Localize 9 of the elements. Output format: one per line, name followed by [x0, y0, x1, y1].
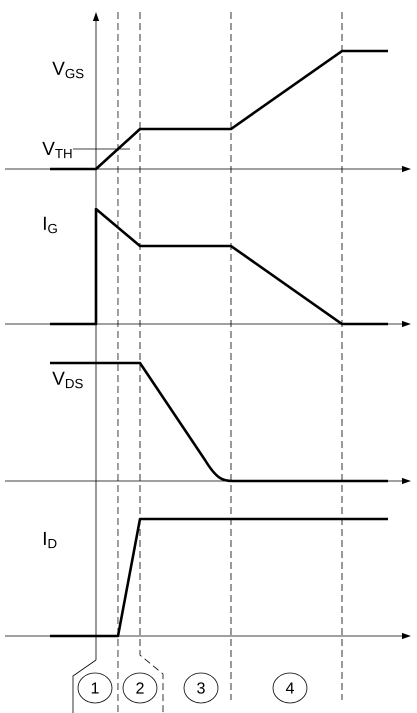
phase-number: 4 — [272, 672, 308, 704]
signal-label: I$_{D}$ — [44, 532, 56, 548]
signal-label: I$_{G}$ — [44, 216, 57, 234]
signal-label: V$_{TH}$ — [42, 142, 72, 158]
signal-label: V$_{DS}$ — [52, 372, 83, 388]
phase-number: 1 — [78, 672, 112, 704]
phase-number: 2 — [122, 672, 158, 704]
signal-label: V$_{GS}$ — [52, 62, 84, 78]
phase-number: 3 — [184, 672, 218, 704]
